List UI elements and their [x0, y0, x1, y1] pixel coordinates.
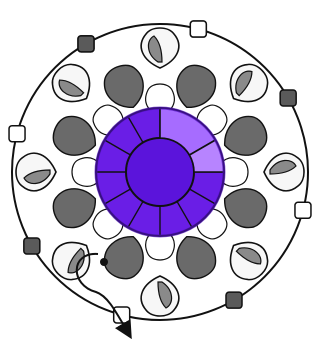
ring-square — [280, 90, 296, 106]
core-disk — [96, 108, 224, 236]
outer-petal — [141, 28, 179, 68]
ring-square — [226, 292, 242, 308]
ring-square — [24, 238, 40, 254]
ring-square — [9, 126, 25, 142]
outer-petal — [220, 57, 275, 112]
outer-petal — [264, 153, 304, 191]
outer-petal — [141, 276, 179, 316]
pointer-dot — [100, 258, 108, 266]
ring-square — [190, 21, 206, 37]
outer-petal — [220, 232, 275, 287]
ring-square — [78, 36, 94, 52]
outer-petal — [45, 232, 100, 287]
ring-square — [295, 202, 311, 218]
outer-petal — [16, 153, 56, 191]
outer-petal — [45, 57, 100, 112]
